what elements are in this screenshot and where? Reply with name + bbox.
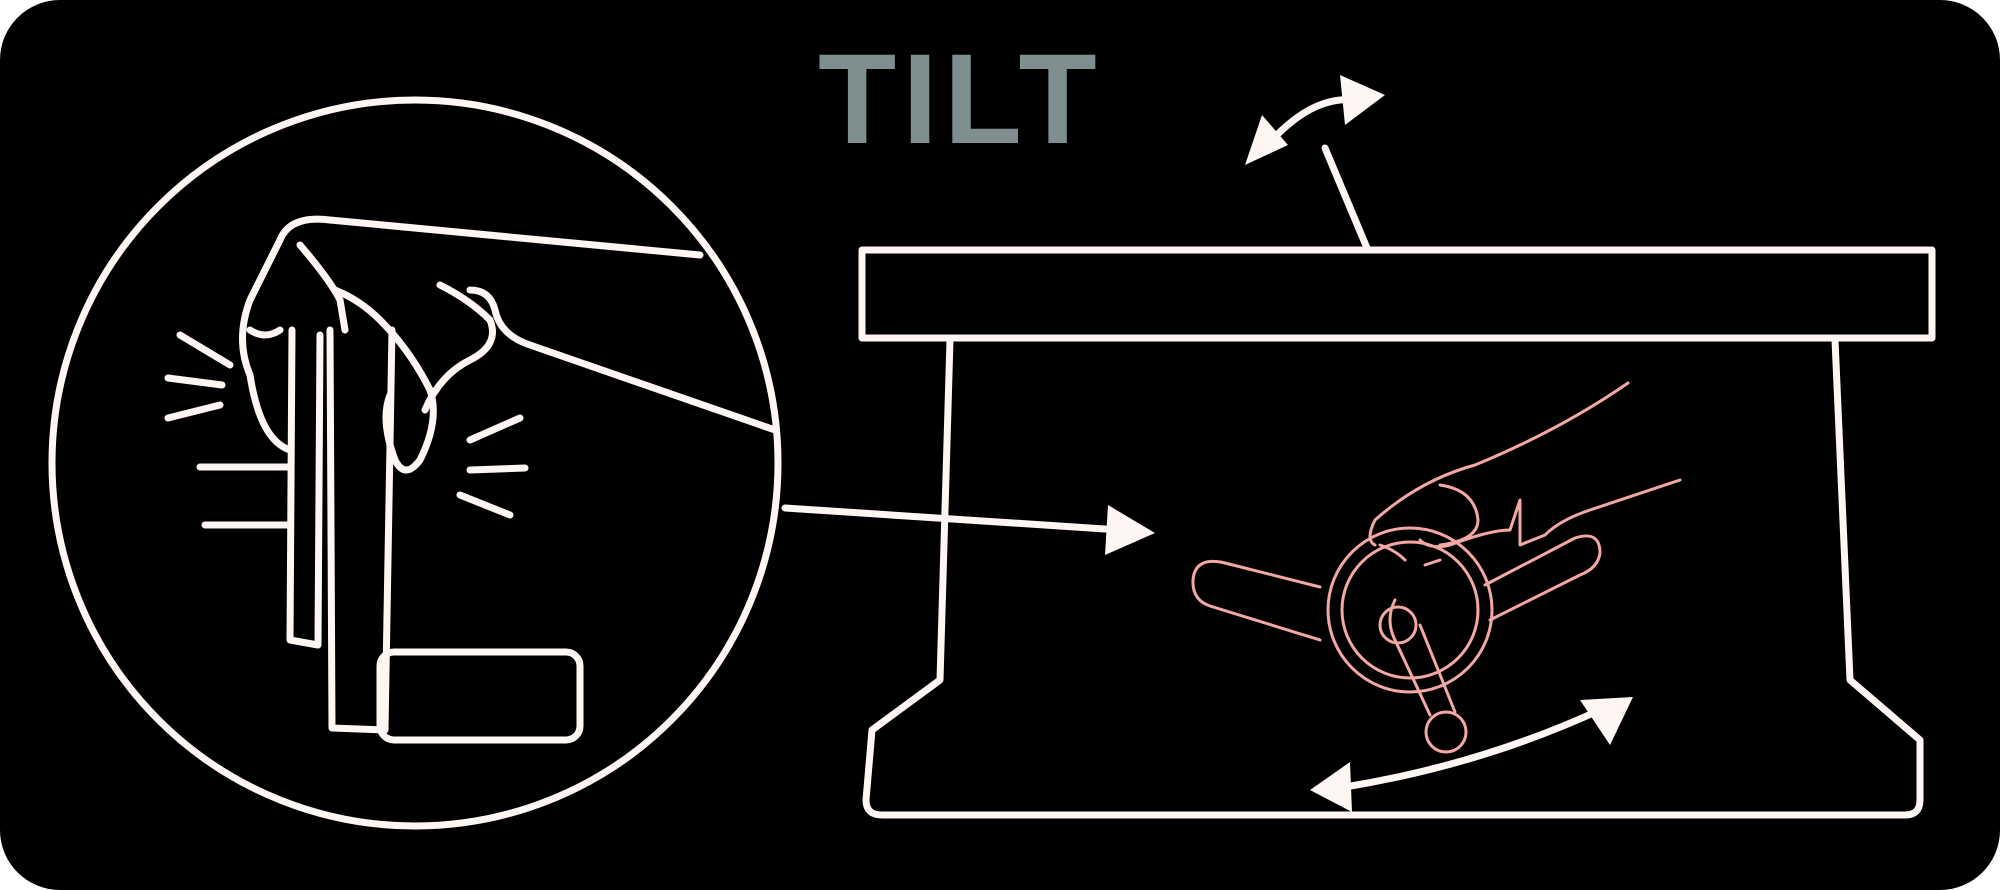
tilt-top-arrow-icon <box>1245 75 1385 252</box>
table-illustration <box>858 246 1936 819</box>
tilt-bottom-arrow-icon <box>1310 697 1633 812</box>
magnified-hand-detail <box>48 96 782 830</box>
pointer-arrow-icon <box>781 504 1155 555</box>
title-text: TILT <box>818 28 1103 171</box>
tilt-handle-illustration <box>1191 381 1682 754</box>
